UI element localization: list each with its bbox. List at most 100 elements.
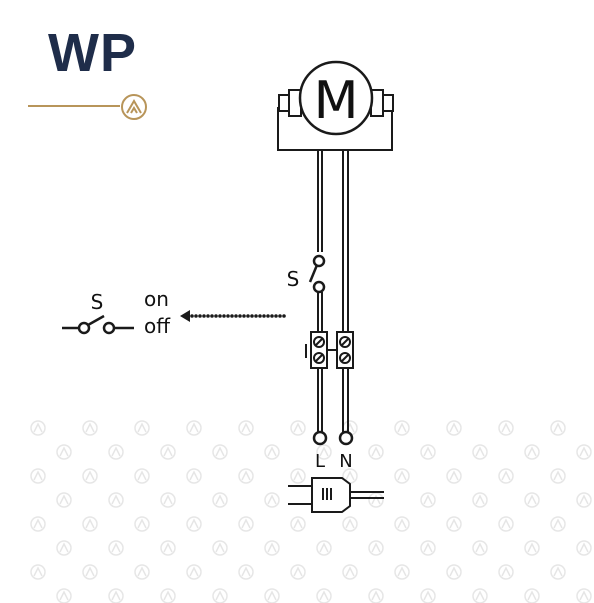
motor-symbol bbox=[277, 60, 394, 151]
leader-dot bbox=[230, 314, 234, 318]
watermark-badge-icon bbox=[368, 444, 384, 460]
watermark-badge-icon bbox=[524, 444, 540, 460]
watermark-badge-icon bbox=[420, 492, 436, 508]
watermark-badge-icon bbox=[498, 516, 514, 532]
watermark-badge-icon bbox=[394, 468, 410, 484]
leader-dot bbox=[270, 314, 274, 318]
switch-state-off: off bbox=[144, 314, 171, 338]
watermark-badge-icon bbox=[160, 540, 176, 556]
watermark-badge-icon bbox=[472, 492, 488, 508]
watermark-badge-icon bbox=[290, 516, 306, 532]
watermark-badge-icon bbox=[290, 564, 306, 580]
leader-dot bbox=[242, 314, 246, 318]
watermark-badge-icon bbox=[316, 540, 332, 556]
watermark-badge-icon bbox=[238, 516, 254, 532]
watermark-badge-icon bbox=[186, 516, 202, 532]
watermark-badge-icon bbox=[368, 540, 384, 556]
watermark-badge-icon bbox=[394, 420, 410, 436]
watermark-badge-icon bbox=[108, 588, 124, 603]
watermark-badge-icon bbox=[290, 420, 306, 436]
watermark-badge-icon bbox=[524, 540, 540, 556]
watermark-badge-icon bbox=[238, 468, 254, 484]
watermark-badge-icon bbox=[160, 588, 176, 603]
watermark-badge-icon bbox=[82, 564, 98, 580]
watermark-badge-icon bbox=[134, 420, 150, 436]
leader-dot bbox=[274, 314, 278, 318]
watermark-badge-icon bbox=[56, 492, 72, 508]
watermark-badge-icon bbox=[420, 588, 436, 603]
watermark-badge-icon bbox=[108, 444, 124, 460]
watermark-badge-icon bbox=[134, 564, 150, 580]
leader-dot bbox=[190, 314, 194, 318]
leader-dot bbox=[246, 314, 250, 318]
leader-arrow bbox=[180, 310, 286, 322]
watermark-pattern bbox=[30, 420, 592, 603]
watermark-badge-icon bbox=[498, 468, 514, 484]
watermark-badge-icon bbox=[186, 468, 202, 484]
watermark-badge-icon bbox=[394, 564, 410, 580]
wires bbox=[317, 150, 349, 432]
watermark-badge-icon bbox=[524, 588, 540, 603]
plug-icon bbox=[288, 477, 384, 513]
leader-dot bbox=[266, 314, 270, 318]
watermark-badge-icon bbox=[550, 468, 566, 484]
watermark-badge-icon bbox=[472, 540, 488, 556]
watermark-badge-icon bbox=[186, 420, 202, 436]
watermark-badge-icon bbox=[134, 468, 150, 484]
watermark-badge-icon bbox=[108, 540, 124, 556]
watermark-badge-icon bbox=[212, 588, 228, 603]
watermark-badge-icon bbox=[264, 492, 280, 508]
watermark-badge-icon bbox=[82, 420, 98, 436]
leader-dot bbox=[278, 314, 282, 318]
watermark-badge-icon bbox=[316, 588, 332, 603]
terminal-neutral-label: N bbox=[339, 451, 352, 472]
leader-dot bbox=[206, 314, 210, 318]
detail-switch-label: S bbox=[91, 290, 104, 314]
switch-state-on: on bbox=[144, 287, 169, 311]
watermark-badge-icon bbox=[472, 444, 488, 460]
leader-dot bbox=[282, 314, 286, 318]
leader-dot bbox=[198, 314, 202, 318]
watermark-badge-icon bbox=[212, 444, 228, 460]
watermark-badge-icon bbox=[446, 516, 462, 532]
watermark-badge-icon bbox=[82, 468, 98, 484]
leader-dot bbox=[218, 314, 222, 318]
watermark-badge-icon bbox=[576, 492, 592, 508]
brand-logo-line bbox=[28, 105, 120, 107]
watermark-badge-icon bbox=[446, 564, 462, 580]
watermark-badge-icon bbox=[56, 588, 72, 603]
watermark-badge-icon bbox=[108, 492, 124, 508]
watermark-badge-icon bbox=[212, 492, 228, 508]
watermark-badge-icon bbox=[134, 516, 150, 532]
watermark-badge-icon bbox=[576, 588, 592, 603]
watermark-badge-icon bbox=[576, 540, 592, 556]
leader-dot bbox=[202, 314, 206, 318]
leader-dot bbox=[226, 314, 230, 318]
watermark-badge-icon bbox=[472, 588, 488, 603]
watermark-badge-icon bbox=[264, 540, 280, 556]
watermark-badge-icon bbox=[238, 420, 254, 436]
mountain-badge-icon bbox=[121, 94, 147, 120]
watermark-badge-icon bbox=[30, 420, 46, 436]
watermark-badge-icon bbox=[394, 516, 410, 532]
watermark-badge-icon bbox=[56, 444, 72, 460]
inline-switch bbox=[308, 254, 326, 294]
line-terminals bbox=[312, 430, 354, 446]
watermark-badge-icon bbox=[30, 564, 46, 580]
watermark-badge-icon bbox=[550, 420, 566, 436]
watermark-badge-icon bbox=[498, 420, 514, 436]
inline-switch-label: S bbox=[287, 267, 300, 291]
watermark-badge-icon bbox=[264, 444, 280, 460]
watermark-badge-icon bbox=[290, 468, 306, 484]
watermark-badge-icon bbox=[186, 564, 202, 580]
leader-dot bbox=[210, 314, 214, 318]
watermark-badge-icon bbox=[524, 492, 540, 508]
watermark-badge-icon bbox=[446, 468, 462, 484]
watermark-badge-icon bbox=[238, 564, 254, 580]
watermark-badge-icon bbox=[30, 516, 46, 532]
watermark-badge-icon bbox=[56, 540, 72, 556]
watermark-badge-icon bbox=[368, 492, 384, 508]
terminal-block bbox=[305, 331, 354, 369]
watermark-badge-icon bbox=[264, 588, 280, 603]
watermark-badge-icon bbox=[498, 564, 514, 580]
